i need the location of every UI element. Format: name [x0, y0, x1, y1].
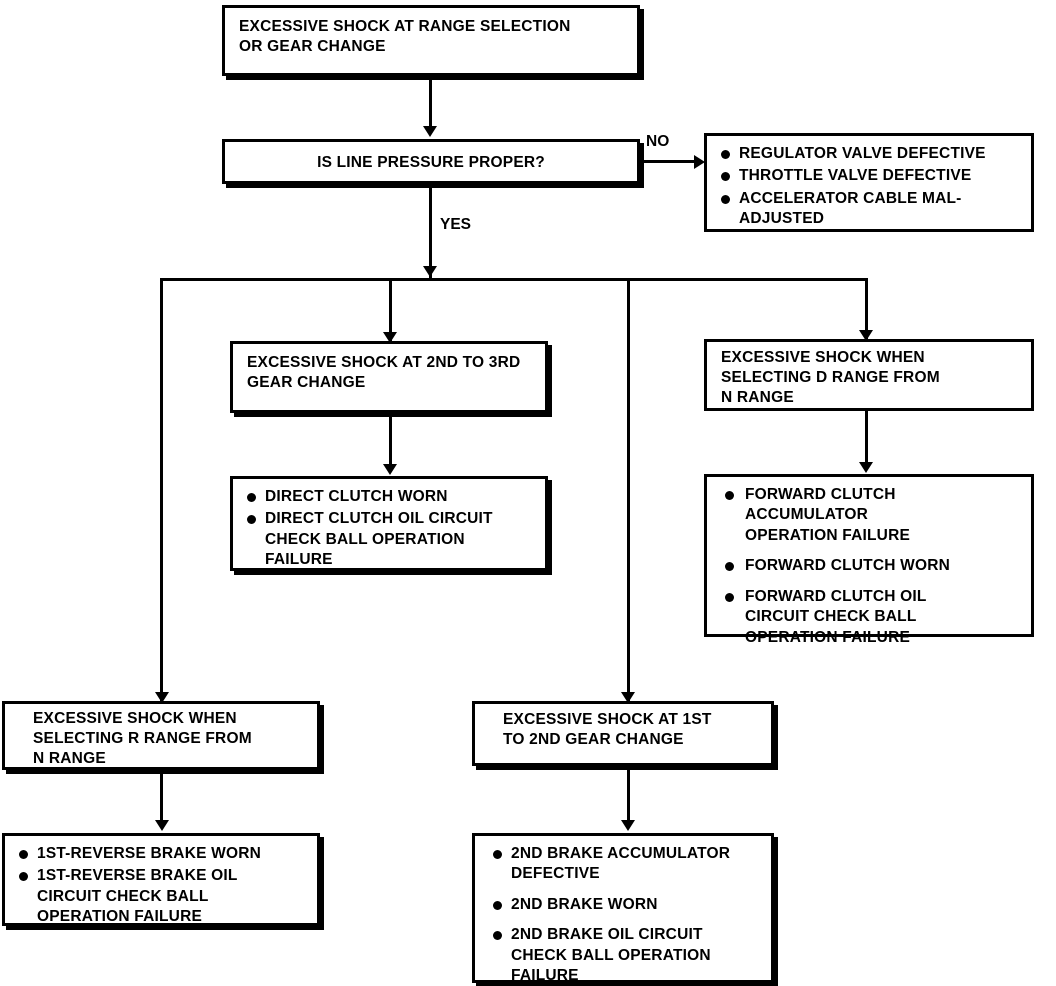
node-shock-d-range-label: EXCESSIVE SHOCK WHEN SELECTING D RANGE F…: [721, 349, 940, 407]
list-item-label: 2ND BRAKE OIL CIRCUIT CHECK BALL OPERATI…: [511, 926, 711, 985]
arrowhead-2nd-to-3rd-causes: [383, 464, 397, 475]
node-2nd-to-3rd-causes: DIRECT CLUTCH WORN DIRECT CLUTCH OIL CIR…: [230, 476, 548, 571]
arrowhead-branch-1st-to-2nd: [621, 692, 635, 703]
list-item-label: ACCELERATOR CABLE MAL- ADJUSTED: [739, 189, 962, 228]
list-item: FORWARD CLUTCH OIL CIRCUIT CHECK BALL OP…: [719, 587, 1023, 648]
bullet-icon: [19, 850, 28, 859]
list-item: DIRECT CLUTCH WORN: [245, 487, 537, 507]
list-item: FORWARD CLUTCH ACCUMULATOR OPERATION FAI…: [719, 485, 1023, 546]
node-line-pressure-causes: REGULATOR VALVE DEFECTIVE THROTTLE VALVE…: [704, 133, 1034, 232]
distribution-bus: [160, 278, 868, 281]
line-pressure-causes-list: REGULATOR VALVE DEFECTIVE THROTTLE VALVE…: [707, 136, 1031, 240]
list-item-label: DIRECT CLUTCH OIL CIRCUIT CHECK BALL OPE…: [265, 510, 493, 569]
node-shock-r-range: EXCESSIVE SHOCK WHEN SELECTING R RANGE F…: [2, 701, 320, 770]
node-shock-2nd-to-3rd-label: EXCESSIVE SHOCK AT 2ND TO 3RD GEAR CHANG…: [247, 354, 521, 392]
node-question-line-pressure: IS LINE PRESSURE PROPER?: [222, 139, 640, 184]
list-item: REGULATOR VALVE DEFECTIVE: [719, 144, 1023, 164]
bullet-icon: [493, 900, 502, 910]
list-item: 2ND BRAKE OIL CIRCUIT CHECK BALL OPERATI…: [491, 925, 763, 986]
list-item: DIRECT CLUTCH OIL CIRCUIT CHECK BALL OPE…: [245, 509, 537, 570]
edge-label-yes: YES: [440, 216, 472, 233]
bullet-icon: [721, 150, 730, 159]
arrowhead-yes-branch: [423, 266, 437, 277]
node-d-range-causes: FORWARD CLUTCH ACCUMULATOR OPERATION FAI…: [704, 474, 1034, 646]
list-item-label: 2ND BRAKE WORN: [511, 895, 658, 913]
shock-1st-to-2nd-causes-list: 2ND BRAKE ACCUMULATOR DEFECTIVE 2ND BRAK…: [475, 836, 771, 986]
shock-r-range-causes-list: 1ST-REVERSE BRAKE WORN 1ST-REVERSE BRAKE…: [5, 836, 317, 938]
list-item-label: FORWARD CLUTCH WORN: [745, 557, 950, 575]
arrowhead-branch-2nd-to-3rd: [383, 332, 397, 343]
branch-line-1st-to-2nd: [627, 278, 630, 703]
arrowhead-branch-d-range: [859, 330, 873, 341]
bullet-icon: [247, 515, 256, 525]
list-item-label: 2ND BRAKE ACCUMULATOR DEFECTIVE: [511, 845, 731, 883]
branch-line-r-range: [160, 278, 163, 703]
connector-d-range-causes: [865, 411, 868, 468]
bullet-icon: [721, 194, 730, 204]
list-item-label: FORWARD CLUTCH ACCUMULATOR OPERATION FAI…: [745, 486, 911, 544]
node-shock-1st-to-2nd-label: EXCESSIVE SHOCK AT 1ST TO 2ND GEAR CHANG…: [503, 711, 712, 749]
bullet-icon: [725, 592, 734, 602]
branch-line-2nd-to-3rd: [389, 278, 392, 342]
list-item: 1ST-REVERSE BRAKE OIL CIRCUIT CHECK BALL…: [17, 866, 309, 927]
list-item: ACCELERATOR CABLE MAL- ADJUSTED: [719, 189, 1023, 230]
shock-d-range-causes-list: FORWARD CLUTCH ACCUMULATOR OPERATION FAI…: [707, 477, 1031, 666]
list-item-label: 1ST-REVERSE BRAKE OIL CIRCUIT CHECK BALL…: [37, 867, 238, 926]
connector-1st-to-2nd-causes: [627, 766, 630, 824]
bullet-icon: [725, 562, 734, 572]
bullet-icon: [493, 850, 502, 859]
arrowhead-no-branch: [694, 155, 705, 169]
list-item-label: THROTTLE VALVE DEFECTIVE: [739, 167, 972, 185]
connector-symptom-to-question: [429, 76, 432, 128]
bullet-icon: [247, 493, 256, 502]
arrowhead-branch-r-range: [155, 692, 169, 703]
bullet-icon: [725, 491, 734, 500]
node-1st-to-2nd-causes: 2ND BRAKE ACCUMULATOR DEFECTIVE 2ND BRAK…: [472, 833, 774, 986]
node-question-line-pressure-label: IS LINE PRESSURE PROPER?: [317, 154, 545, 171]
node-symptom: EXCESSIVE SHOCK AT RANGE SELECTION OR GE…: [222, 5, 640, 76]
bullet-icon: [493, 931, 502, 941]
node-shock-d-range: EXCESSIVE SHOCK WHEN SELECTING D RANGE F…: [704, 339, 1034, 411]
list-item-label: DIRECT CLUTCH WORN: [265, 488, 448, 505]
bullet-icon: [721, 172, 730, 182]
arrowhead-d-range-causes: [859, 462, 873, 473]
list-item-label: REGULATOR VALVE DEFECTIVE: [739, 145, 986, 162]
list-item-label: FORWARD CLUTCH OIL CIRCUIT CHECK BALL OP…: [745, 587, 927, 646]
shock-2nd-to-3rd-causes-list: DIRECT CLUTCH WORN DIRECT CLUTCH OIL CIR…: [233, 479, 545, 581]
connector-yes-branch: [429, 184, 432, 280]
list-item: 2ND BRAKE WORN: [491, 895, 763, 915]
node-shock-r-range-label: EXCESSIVE SHOCK WHEN SELECTING R RANGE F…: [33, 710, 252, 768]
edge-label-no: NO: [646, 133, 670, 150]
arrowhead-r-range-causes: [155, 820, 169, 831]
connector-no-branch: [640, 160, 702, 163]
connector-r-range-causes: [160, 770, 163, 825]
node-r-range-causes: 1ST-REVERSE BRAKE WORN 1ST-REVERSE BRAKE…: [2, 833, 320, 926]
list-item: FORWARD CLUTCH WORN: [719, 556, 1023, 576]
list-item: 1ST-REVERSE BRAKE WORN: [17, 844, 309, 864]
bullet-icon: [19, 872, 28, 882]
branch-line-d-range: [865, 278, 868, 340]
node-shock-1st-to-2nd: EXCESSIVE SHOCK AT 1ST TO 2ND GEAR CHANG…: [472, 701, 774, 766]
arrowhead-symptom-to-question: [423, 126, 437, 137]
node-symptom-label: EXCESSIVE SHOCK AT RANGE SELECTION OR GE…: [239, 18, 571, 56]
node-shock-2nd-to-3rd: EXCESSIVE SHOCK AT 2ND TO 3RD GEAR CHANG…: [230, 341, 548, 413]
list-item: THROTTLE VALVE DEFECTIVE: [719, 166, 1023, 186]
list-item-label: 1ST-REVERSE BRAKE WORN: [37, 845, 262, 862]
connector-2nd-to-3rd-causes: [389, 413, 392, 470]
arrowhead-1st-to-2nd-causes: [621, 820, 635, 831]
list-item: 2ND BRAKE ACCUMULATOR DEFECTIVE: [491, 844, 763, 885]
